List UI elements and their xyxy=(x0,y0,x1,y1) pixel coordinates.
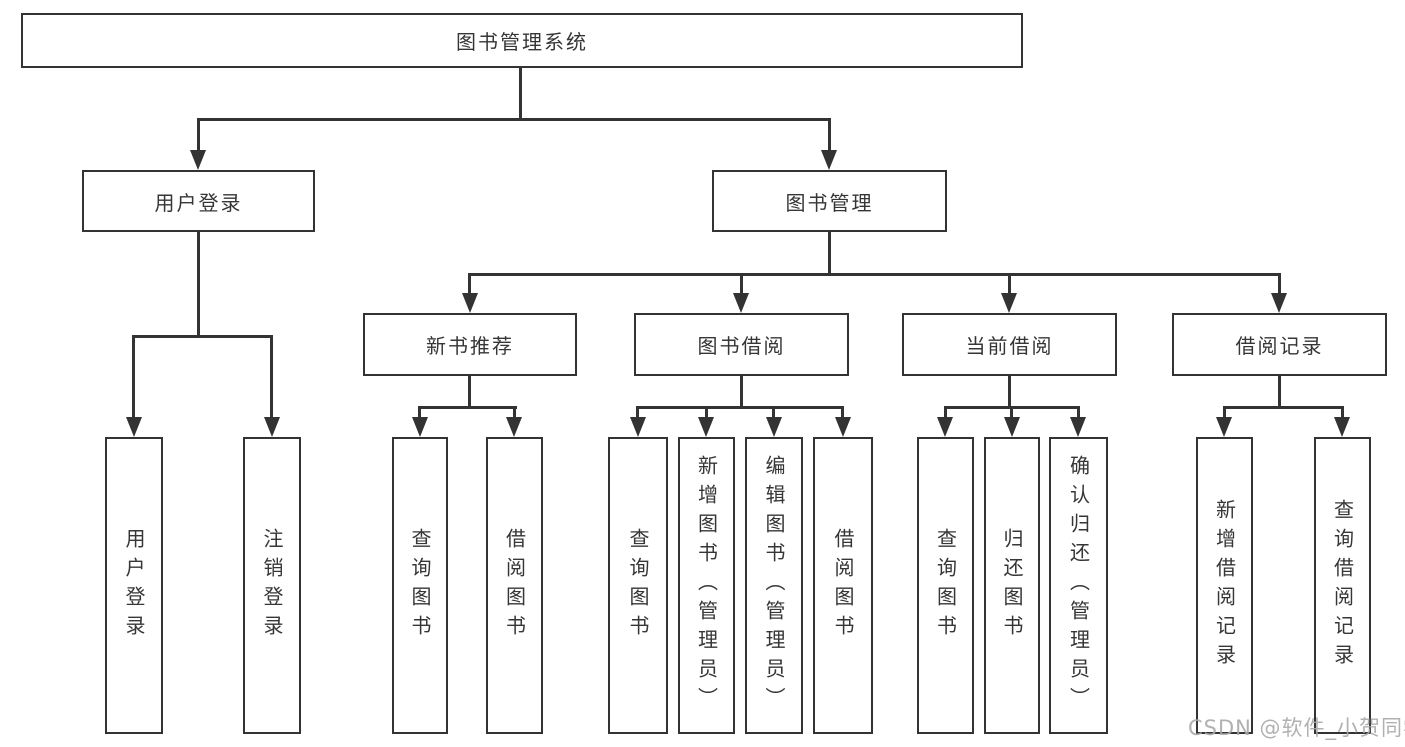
connector-user-login-stem xyxy=(197,231,200,337)
connector-borrow-records-stem xyxy=(1278,375,1281,407)
node-current-borrow-label: 当前借阅 xyxy=(965,334,1054,358)
leaf-edit-book-admin: 编辑图书（管理员） xyxy=(745,437,803,734)
leaf-borrow-books: 借阅图书 xyxy=(813,437,873,734)
leaf-add-borrow-record: 新增借阅记录 xyxy=(1196,437,1253,734)
arrow-down-icon xyxy=(630,417,646,437)
arrow-down-icon xyxy=(264,417,280,437)
leaf-label: 确认归还（管理员） xyxy=(1066,455,1091,716)
leaf-logout: 注销登录 xyxy=(243,437,301,734)
connector-drop-leaf xyxy=(418,406,421,419)
connector-new-book-stem xyxy=(468,375,471,407)
connector-drop-book-borrow xyxy=(740,273,743,295)
arrow-down-icon xyxy=(412,417,428,437)
arrow-down-icon xyxy=(835,417,851,437)
leaf-query-books-current: 查询图书 xyxy=(917,437,974,734)
arrow-down-icon xyxy=(1070,417,1086,437)
arrow-down-icon xyxy=(733,293,749,313)
connector-drop-leaf xyxy=(513,406,516,419)
leaf-return-book: 归还图书 xyxy=(984,437,1040,734)
leaf-label: 查询图书 xyxy=(933,527,958,644)
node-borrow-records: 借阅记录 xyxy=(1172,313,1387,376)
connector-drop-leaf xyxy=(636,406,639,419)
leaf-query-borrow-record: 查询借阅记录 xyxy=(1314,437,1371,734)
connector-drop-new-book xyxy=(468,273,471,295)
leaf-label: 用户登录 xyxy=(122,527,146,644)
node-new-book-recommend: 新书推荐 xyxy=(363,313,577,376)
leaf-label: 查询图书 xyxy=(626,527,650,644)
connector-drop-leaf xyxy=(772,406,775,419)
node-book-management: 图书管理 xyxy=(712,170,947,232)
connector-drop-leaf xyxy=(1341,406,1344,419)
arrow-down-icon xyxy=(766,417,782,437)
arrow-down-icon xyxy=(1216,417,1232,437)
connector-drop-leaf xyxy=(1077,406,1080,419)
node-book-management-label: 图书管理 xyxy=(785,190,874,215)
leaf-query-books-recommend: 查询图书 xyxy=(392,437,448,734)
arrow-down-icon xyxy=(1004,417,1020,437)
connector-drop-user-login xyxy=(197,118,200,154)
node-user-login: 用户登录 xyxy=(82,170,315,232)
connector-new-book-rail xyxy=(418,406,517,409)
leaf-user-login: 用户登录 xyxy=(105,437,163,734)
node-borrow-records-label: 借阅记录 xyxy=(1235,334,1324,358)
node-user-login-label: 用户登录 xyxy=(154,190,243,215)
arrow-down-icon xyxy=(1271,293,1287,313)
connector-level3-rail xyxy=(468,273,1281,276)
node-root: 图书管理系统 xyxy=(21,13,1023,68)
leaf-label: 新增借阅记录 xyxy=(1212,498,1237,673)
arrow-down-icon xyxy=(190,150,206,170)
arrow-down-icon xyxy=(506,417,522,437)
leaf-borrow-books-recommend: 借阅图书 xyxy=(486,437,543,734)
arrow-down-icon xyxy=(1001,293,1017,313)
arrow-down-icon xyxy=(462,293,478,313)
node-current-borrow: 当前借阅 xyxy=(902,313,1117,376)
leaf-label: 借阅图书 xyxy=(831,527,855,644)
node-new-book-recommend-label: 新书推荐 xyxy=(426,334,514,358)
leaf-label: 编辑图书（管理员） xyxy=(762,455,786,716)
node-book-borrow-label: 图书借阅 xyxy=(697,334,786,358)
connector-drop-leaf xyxy=(270,335,273,421)
node-root-label: 图书管理系统 xyxy=(456,30,588,54)
watermark-text: CSDN @软件_小贺同学 xyxy=(1188,716,1405,740)
connector-book-borrow-stem xyxy=(740,375,743,407)
connector-drop-borrow-records xyxy=(1278,273,1281,295)
leaf-label: 归还图书 xyxy=(1000,527,1024,644)
leaf-confirm-return-admin: 确认归还（管理员） xyxy=(1049,437,1108,734)
connector-user-login-rail xyxy=(132,335,273,338)
connector-drop-current-borrow xyxy=(1008,273,1011,295)
arrow-down-icon xyxy=(126,417,142,437)
connector-root-stem xyxy=(519,67,522,120)
leaf-label: 新增图书（管理员） xyxy=(694,455,719,716)
connector-drop-leaf xyxy=(841,406,844,419)
connector-borrow-records-rail xyxy=(1223,406,1344,409)
connector-drop-book-management xyxy=(828,118,831,154)
arrow-down-icon xyxy=(698,417,714,437)
connector-book-borrow-rail xyxy=(636,406,844,409)
arrow-down-icon xyxy=(821,150,837,170)
leaf-label: 借阅图书 xyxy=(502,527,527,644)
connector-drop-leaf xyxy=(705,406,708,419)
arrow-down-icon xyxy=(937,417,953,437)
arrow-down-icon xyxy=(1334,417,1350,437)
node-book-borrow: 图书借阅 xyxy=(634,313,849,376)
connector-drop-leaf xyxy=(944,406,947,419)
connector-level2-rail xyxy=(197,118,831,121)
connector-drop-leaf xyxy=(1223,406,1226,419)
connector-drop-leaf xyxy=(132,335,135,421)
leaf-query-books-borrow: 查询图书 xyxy=(608,437,668,734)
connector-book-management-stem xyxy=(828,231,831,275)
connector-drop-leaf xyxy=(1010,406,1013,419)
leaf-add-book-admin: 新增图书（管理员） xyxy=(678,437,735,734)
leaf-label: 查询借阅记录 xyxy=(1330,498,1355,673)
leaf-label: 注销登录 xyxy=(260,527,284,644)
leaf-label: 查询图书 xyxy=(408,527,432,644)
connector-current-borrow-stem xyxy=(1008,375,1011,407)
